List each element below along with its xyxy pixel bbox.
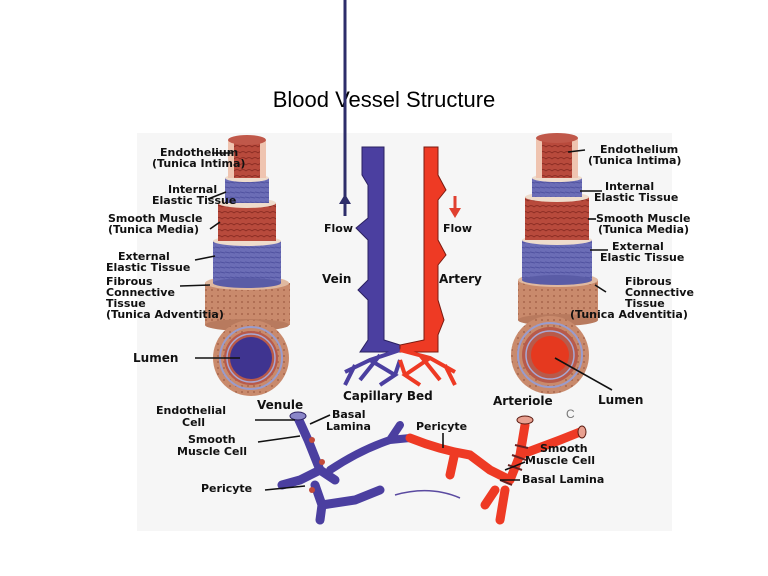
svg-text:Elastic Tissue: Elastic Tissue [594, 191, 678, 204]
vein-cross-section [213, 320, 289, 396]
label-venule: Venule [257, 398, 303, 412]
panel-letter: C [566, 407, 575, 421]
left-labels: Endothelium (Tunica Intima) Internal Ela… [106, 146, 245, 365]
label-lumen-right: Lumen [598, 393, 643, 407]
label-artery: Artery [439, 272, 482, 286]
svg-text:Tissue: Tissue [106, 297, 146, 310]
label-internal-elastic-right: Internal [605, 180, 654, 193]
vein-external-elastic-layer [213, 241, 281, 283]
label-endothelium-right: Endothelium [600, 143, 678, 156]
svg-text:Elastic Tissue: Elastic Tissue [152, 194, 236, 207]
label-artery-flow: Flow [443, 222, 472, 235]
vein-smooth-muscle-layer [218, 203, 276, 241]
svg-text:Connective: Connective [625, 286, 694, 299]
vein-lumen [230, 337, 272, 379]
svg-text:(Tunica Media): (Tunica Media) [598, 223, 689, 236]
label-external-elastic-right: External [612, 240, 664, 253]
label-fibrous-left: Fibrous [106, 275, 153, 288]
label-pericyte-left: Pericyte [201, 482, 252, 495]
label-fibrous-right: Fibrous [625, 275, 672, 288]
svg-text:Elastic Tissue: Elastic Tissue [600, 251, 684, 264]
svg-text:Cell: Cell [182, 416, 205, 429]
svg-text:Lamina: Lamina [326, 420, 371, 433]
vein-internal-elastic-layer [225, 178, 269, 203]
artery-wall-layers [518, 133, 598, 326]
capillary-bed [343, 348, 457, 387]
svg-text:Muscle Cell: Muscle Cell [177, 445, 247, 458]
label-smooth-muscle-left: Smooth Muscle [108, 212, 203, 225]
svg-text:Connective: Connective [106, 286, 175, 299]
bottom-right-labels: Arteriole Pericyte Smooth Muscle Cell Ba… [416, 394, 604, 486]
label-internal-elastic-left: Internal [168, 183, 217, 196]
vein-trunk [355, 146, 401, 353]
vein-flow-arrow-icon [339, 0, 351, 216]
svg-text:(Tunica Media): (Tunica Media) [108, 223, 199, 236]
label-smooth-muscle-cell-left: Smooth [188, 433, 236, 446]
svg-text:Elastic Tissue: Elastic Tissue [106, 261, 190, 274]
label-lumen-left: Lumen [133, 351, 178, 365]
artery-cross-section [511, 316, 589, 394]
label-pericyte-right: Pericyte [416, 420, 467, 433]
label-smooth-muscle-right: Smooth Muscle [596, 212, 691, 225]
bottom-left-labels: Venule Endothelial Cell Basal Lamina Smo… [156, 398, 371, 495]
artery-trunk [399, 146, 447, 353]
artery-lumen [531, 336, 569, 374]
label-vein-flow: Flow [324, 222, 353, 235]
svg-text:(Tunica Intima): (Tunica Intima) [152, 157, 245, 170]
label-basal-lamina-left: Basal [332, 408, 366, 421]
center-labels: Flow Flow Vein Artery Capillary Bed [322, 222, 482, 403]
slide-title: Blood Vessel Structure [272, 87, 496, 112]
label-basal-lamina-right: Basal Lamina [522, 473, 604, 486]
label-smooth-muscle-cell-right: Smooth [540, 442, 588, 455]
svg-text:Muscle Cell: Muscle Cell [525, 454, 595, 467]
vein-adventitia-layer [205, 283, 290, 325]
vein-wall-layers [205, 135, 290, 331]
svg-text:(Tunica Intima): (Tunica Intima) [588, 154, 681, 167]
artery-flow-arrow-icon [449, 196, 461, 218]
arteriole-network [405, 415, 587, 525]
label-endothelium-left: Endothelium [160, 146, 238, 159]
label-vein: Vein [322, 272, 351, 286]
label-capillary-bed: Capillary Bed [343, 389, 433, 403]
label-external-elastic-left: External [118, 250, 170, 263]
svg-text:Tissue: Tissue [625, 297, 665, 310]
right-labels: Endothelium (Tunica Intima) Internal Ela… [554, 143, 694, 407]
venule-network [277, 411, 414, 525]
svg-text:(Tunica Adventitia): (Tunica Adventitia) [570, 308, 688, 321]
label-endothelial-cell: Endothelial [156, 404, 226, 417]
svg-text:(Tunica Adventitia): (Tunica Adventitia) [106, 308, 224, 321]
label-arteriole: Arteriole [493, 394, 553, 408]
connection-arrow [394, 489, 461, 499]
